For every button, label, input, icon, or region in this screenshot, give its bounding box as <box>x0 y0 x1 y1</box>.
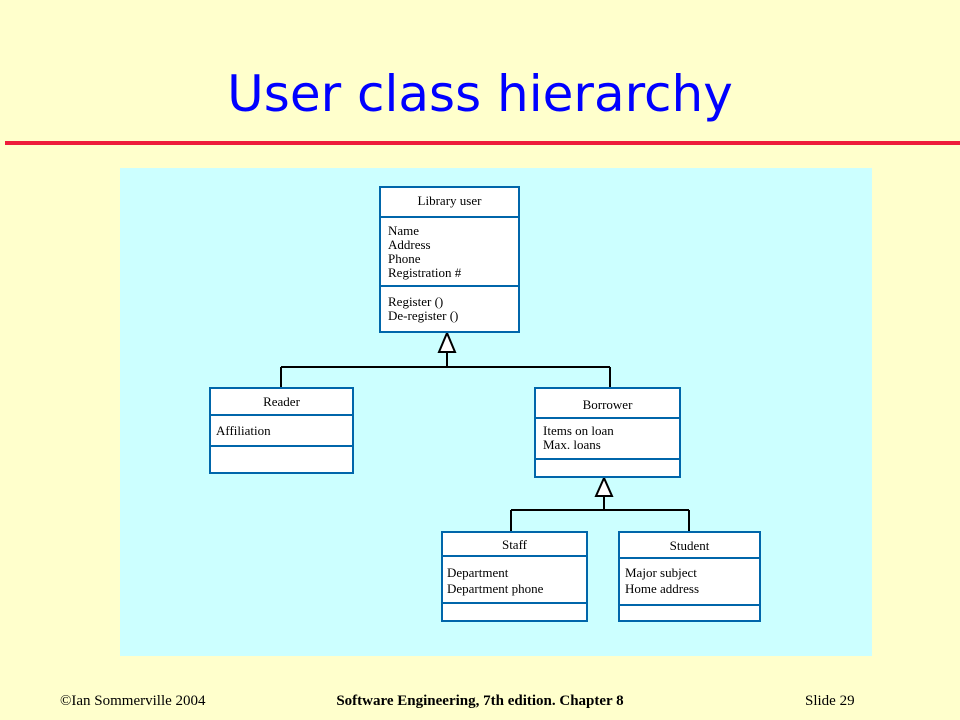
class-name: Reader <box>211 389 352 416</box>
class-library-user: Library user Name Address Phone Registra… <box>379 186 520 333</box>
gen-arrowhead-library-user <box>437 330 457 353</box>
class-name: Borrower <box>536 389 679 419</box>
slide-title: User class hierarchy <box>227 65 733 123</box>
attribute: Items on loan <box>543 423 614 438</box>
class-operations <box>620 606 759 620</box>
attribute: Department phone <box>447 581 544 596</box>
class-operations <box>536 460 679 476</box>
class-operations <box>443 604 586 620</box>
footer-book-title: Software Engineering, 7th edition. Chapt… <box>336 693 624 709</box>
attribute: Address <box>388 237 431 252</box>
footer-copyright: ©Ian Sommerville 2004 <box>60 693 206 709</box>
attribute: Phone <box>388 251 421 266</box>
attribute: Name <box>388 223 420 238</box>
attribute: Affiliation <box>216 423 271 438</box>
attribute: Max. loans <box>543 437 601 452</box>
class-name: Student <box>620 533 759 559</box>
class-operations <box>211 447 352 472</box>
class-attributes: Major subject Home address <box>620 559 759 606</box>
class-attributes: Department Department phone <box>443 557 586 604</box>
operation: Register () <box>388 294 444 309</box>
class-reader: Reader Affiliation <box>209 387 354 474</box>
footer-slide-number: Slide 29 <box>805 693 855 709</box>
class-operations: Register () De-register () <box>381 287 518 331</box>
attribute: Home address <box>625 581 700 596</box>
class-borrower: Borrower Items on loan Max. loans <box>534 387 681 478</box>
class-name: Library user <box>381 188 518 218</box>
title-divider <box>5 141 960 145</box>
class-attributes: Items on loan Max. loans <box>536 419 679 460</box>
operation: De-register () <box>388 308 459 323</box>
class-student: Student Major subject Home address <box>618 531 761 622</box>
gen-arrowhead-borrower <box>594 475 614 497</box>
class-attributes: Affiliation <box>211 416 352 447</box>
class-staff: Staff Department Department phone <box>441 531 588 622</box>
class-name: Staff <box>443 533 586 557</box>
attribute: Registration # <box>388 265 462 280</box>
attribute: Department <box>447 565 509 580</box>
class-attributes: Name Address Phone Registration # <box>381 218 518 287</box>
attribute: Major subject <box>625 565 697 580</box>
